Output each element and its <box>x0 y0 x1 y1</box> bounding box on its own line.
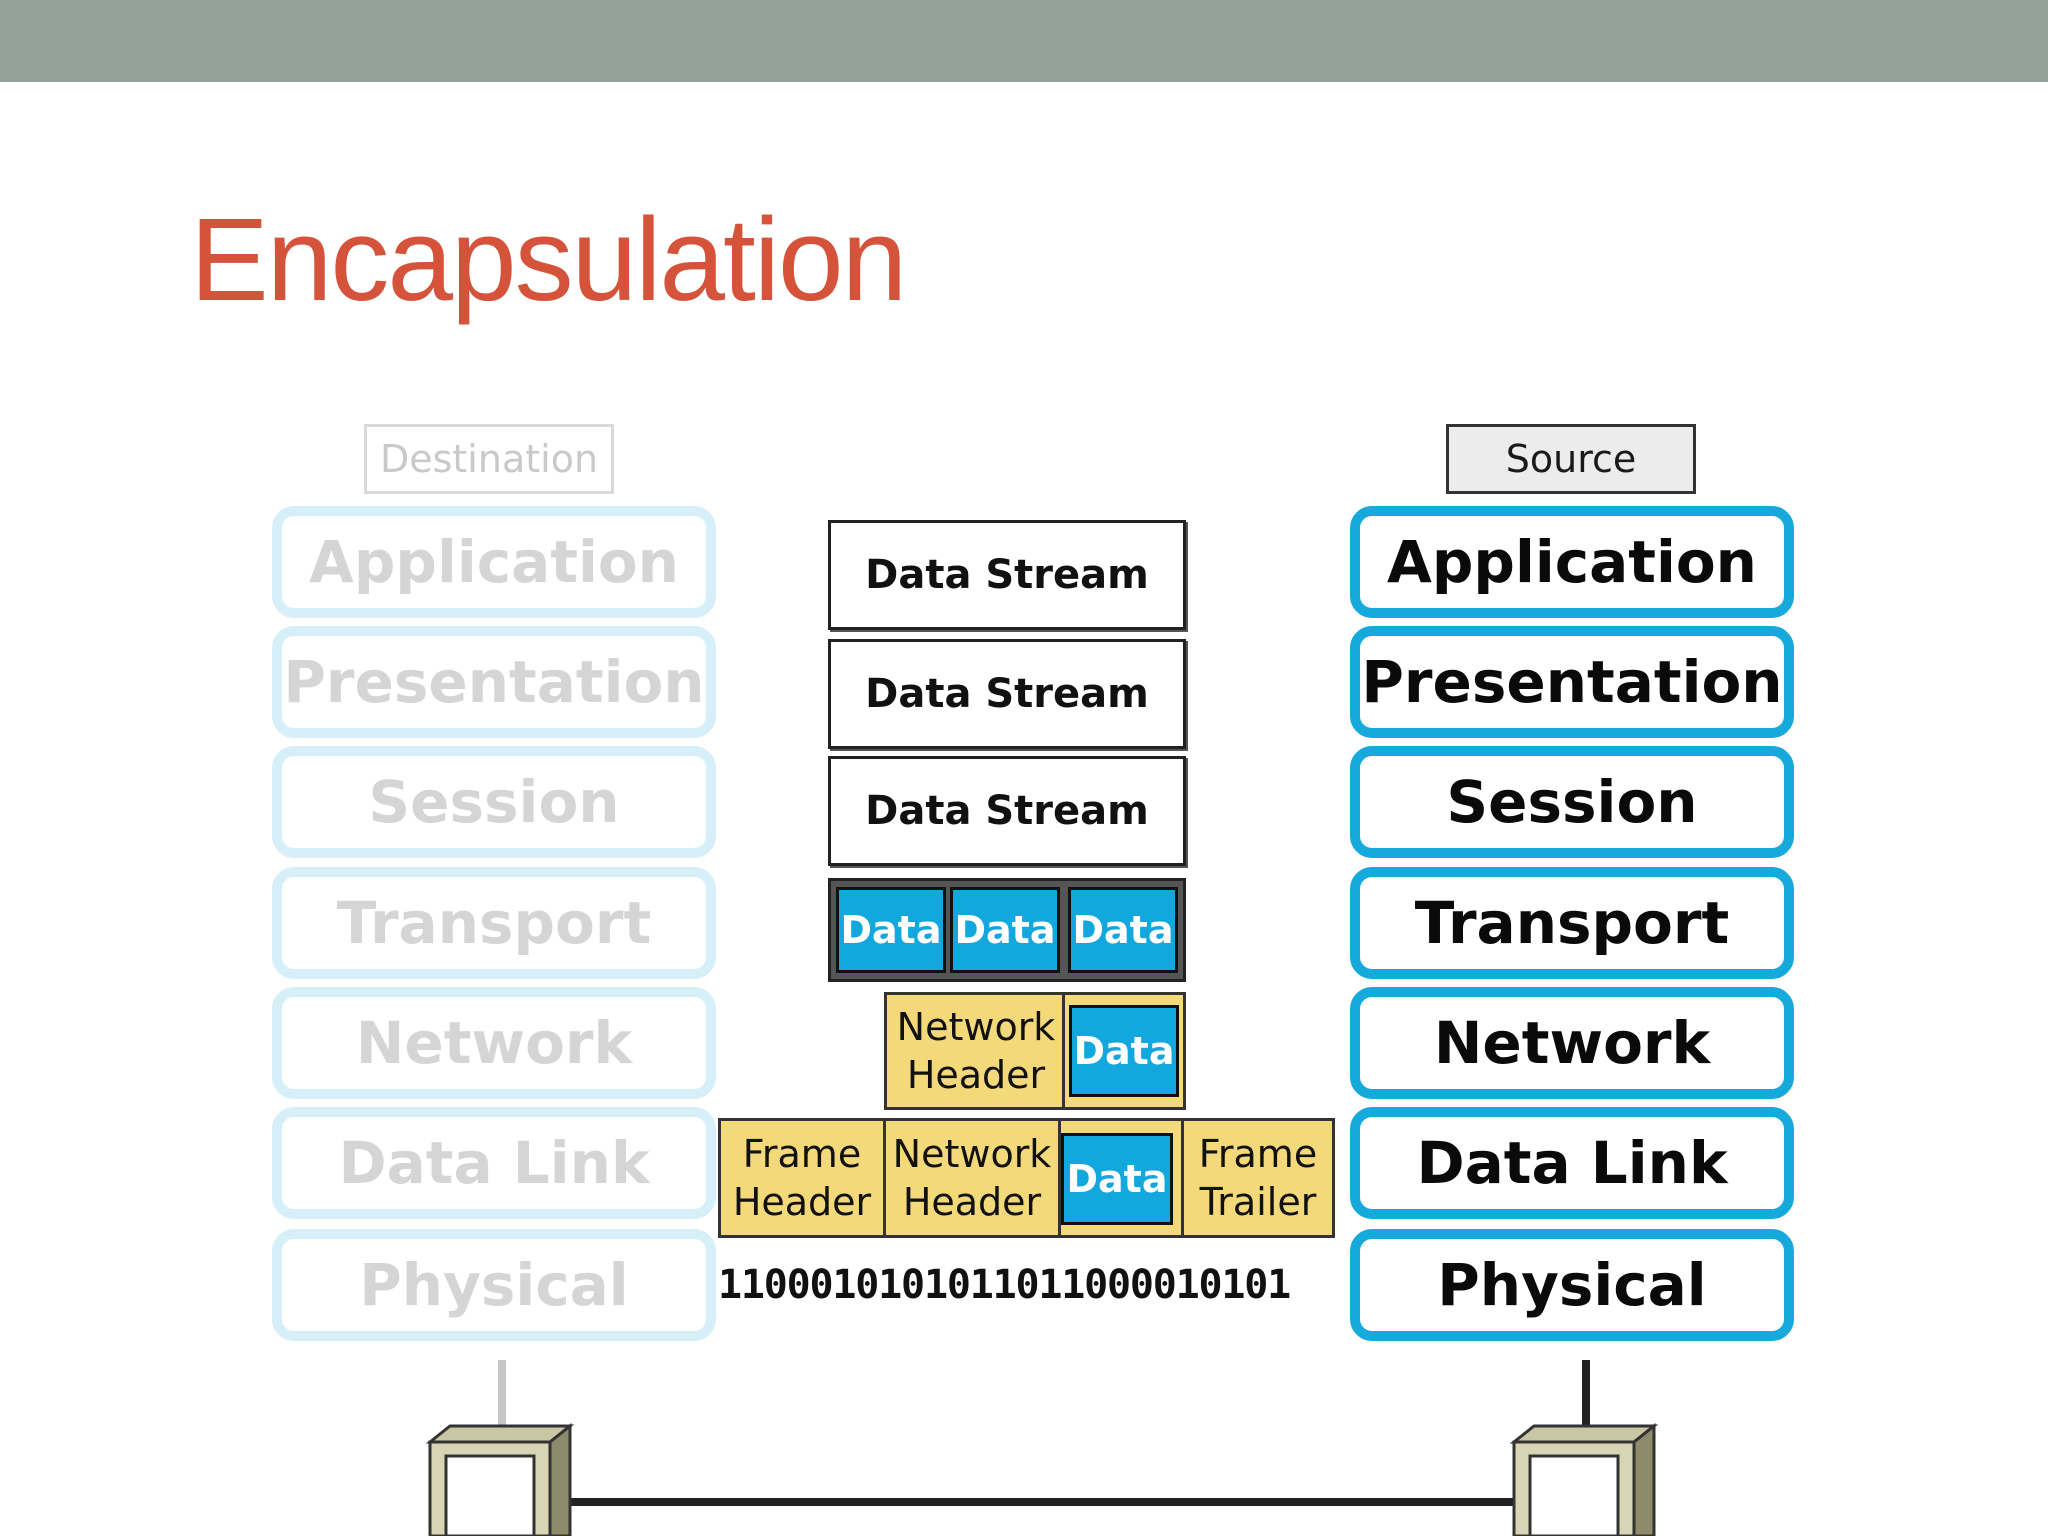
frame-network-header: Network Header <box>883 1118 1061 1238</box>
segment-data-1: Data <box>836 887 946 973</box>
frame-header-line1: Frame <box>742 1132 862 1176</box>
physical-bits: 1100010101011011000010101 <box>718 1262 1291 1308</box>
segment-data-2: Data <box>950 887 1060 973</box>
frame-trailer-line2: Trailer <box>1199 1180 1317 1224</box>
destination-computer-icon <box>425 1422 575 1536</box>
source-layer-session: Session <box>1350 746 1794 858</box>
destination-drop-wire <box>498 1360 506 1448</box>
packet-network-header: Network Header <box>884 992 1068 1110</box>
source-computer-icon <box>1509 1422 1659 1536</box>
frame-header: Frame Header <box>718 1118 886 1238</box>
destination-layer-transport: Transport <box>272 867 716 979</box>
source-drop-wire <box>1582 1360 1590 1456</box>
frame-trailer: Frame Trailer <box>1181 1118 1335 1238</box>
source-layer-presentation: Presentation <box>1350 626 1794 738</box>
pdu-data-stream-application: Data Stream <box>828 520 1186 630</box>
pdu-data-stream-presentation: Data Stream <box>828 639 1186 749</box>
frame-network-header-line1: Network <box>892 1132 1052 1176</box>
destination-layer-session: Session <box>272 746 716 858</box>
segment-data-3: Data <box>1068 887 1178 973</box>
destination-layer-network: Network <box>272 987 716 1099</box>
packet-network-header-line1: Network <box>896 1005 1056 1049</box>
source-layer-data-link: Data Link <box>1350 1107 1794 1219</box>
slide-title: Encapsulation <box>190 194 907 326</box>
destination-layer-application: Application <box>272 506 716 618</box>
frame-data: Data <box>1061 1133 1173 1225</box>
source-layer-application: Application <box>1350 506 1794 618</box>
frame-header-line2: Header <box>732 1180 872 1224</box>
packet-data-wrap: Data <box>1062 992 1186 1110</box>
network-link-wire <box>560 1498 1520 1506</box>
source-layer-transport: Transport <box>1350 867 1794 979</box>
destination-layer-presentation: Presentation <box>272 626 716 738</box>
slide-top-bar <box>0 0 2048 82</box>
source-layer-network: Network <box>1350 987 1794 1099</box>
pdu-data-stream-session: Data Stream <box>828 756 1186 866</box>
frame-network-header-line2: Header <box>902 1180 1042 1224</box>
destination-layer-data-link: Data Link <box>272 1107 716 1219</box>
frame-trailer-line1: Frame <box>1198 1132 1318 1176</box>
source-label: Source <box>1446 424 1696 494</box>
packet-network-header-line2: Header <box>906 1053 1046 1097</box>
frame-data-wrap: Data <box>1058 1118 1184 1238</box>
packet-data: Data <box>1069 1005 1179 1097</box>
destination-label: Destination <box>364 424 614 494</box>
source-layer-physical: Physical <box>1350 1229 1794 1341</box>
destination-layer-physical: Physical <box>272 1229 716 1341</box>
pdu-segments: Data Data Data <box>828 878 1186 982</box>
